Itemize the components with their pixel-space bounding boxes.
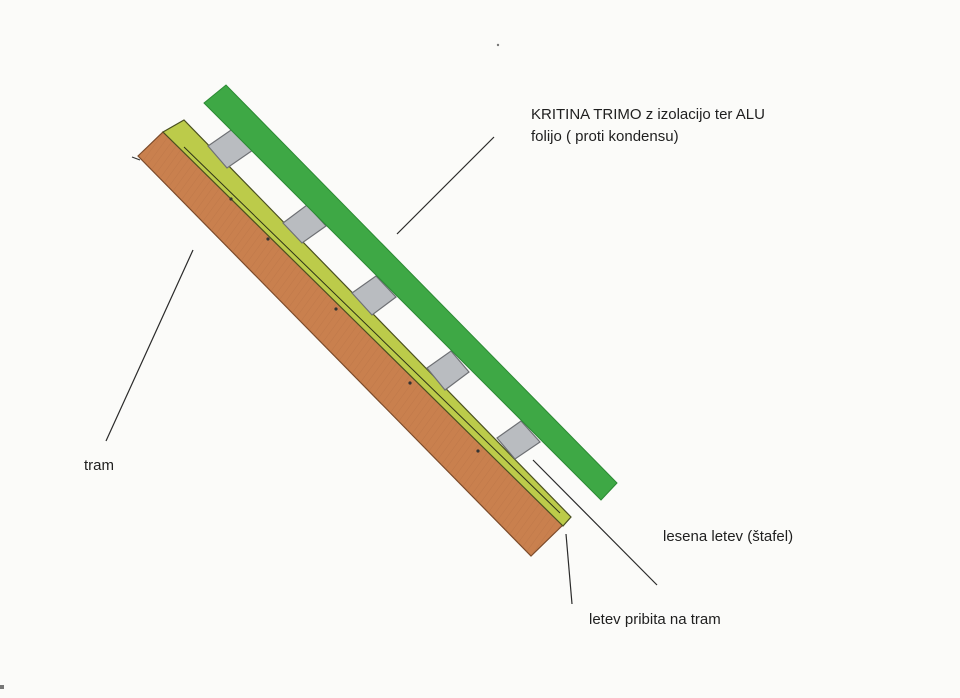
label-tram: tram [84, 457, 114, 474]
batten-5 [496, 420, 541, 460]
leader-lesena-letev [532, 459, 658, 586]
leader-tram [105, 249, 194, 442]
battens [207, 127, 541, 460]
label-kritina-line1: KRITINA TRIMO z izolacijo ter ALU [531, 106, 765, 123]
label-kritina-line2: folijo ( proti kondensu) [531, 128, 679, 145]
rafter [137, 131, 569, 557]
scan-specks [0, 43, 500, 689]
label-letev-pribita: letev pribita na tram [589, 611, 721, 628]
leader-lines [105, 136, 658, 605]
batten-3 [351, 275, 397, 316]
nail-marks [131, 156, 480, 453]
roof-panel [203, 84, 618, 501]
label-lesena-letev: lesena letev (štafel) [663, 528, 794, 545]
batten-4 [426, 350, 470, 391]
label-kritina: KRITINA TRIMO z izolacijo ter ALU folijo… [531, 104, 765, 148]
counter-batten [162, 119, 572, 527]
leader-kritina [396, 136, 495, 235]
leader-letev-pribita [565, 533, 573, 605]
